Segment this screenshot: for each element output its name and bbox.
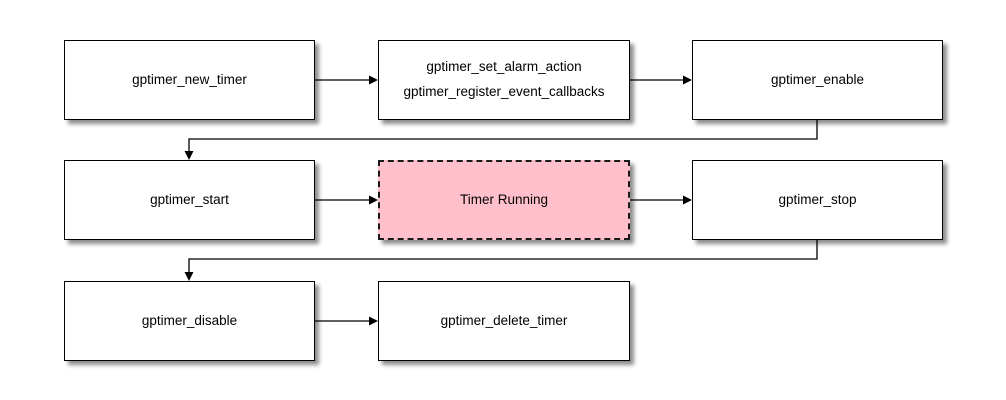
- node-gptimer-disable: gptimer_disable: [64, 281, 315, 361]
- node-label: gptimer_start: [150, 191, 229, 207]
- node-gptimer-stop: gptimer_stop: [692, 160, 943, 240]
- node-label: gptimer_disable: [141, 312, 238, 328]
- edge-setup-to-enable: [630, 75, 692, 85]
- edge-enable-to-start: [184, 120, 818, 160]
- edge-start-to-timer-running: [315, 195, 378, 205]
- node-label: gptimer_enable: [770, 71, 865, 87]
- node-gptimer-setup: gptimer_set_alarm_action gptimer_registe…: [378, 40, 630, 120]
- edge-timer-running-to-stop: [630, 195, 692, 205]
- node-gptimer-delete-timer: gptimer_delete_timer: [378, 281, 630, 361]
- node-label-line-1: gptimer_set_alarm_action: [426, 59, 582, 75]
- node-gptimer-new-timer: gptimer_new_timer: [64, 40, 315, 120]
- node-label: gptimer_delete_timer: [440, 312, 568, 328]
- edge-stop-to-disable: [184, 240, 818, 281]
- edge-new-timer-to-setup: [315, 75, 378, 85]
- node-timer-running: Timer Running: [378, 160, 630, 240]
- node-label-line-2: gptimer_register_event_callbacks: [403, 84, 605, 99]
- node-gptimer-enable: gptimer_enable: [692, 40, 943, 120]
- node-gptimer-start: gptimer_start: [64, 160, 315, 240]
- node-label: gptimer_new_timer: [132, 71, 247, 87]
- node-label: gptimer_stop: [778, 191, 857, 207]
- edge-disable-to-delete-timer: [315, 316, 378, 326]
- node-label: Timer Running: [459, 191, 549, 207]
